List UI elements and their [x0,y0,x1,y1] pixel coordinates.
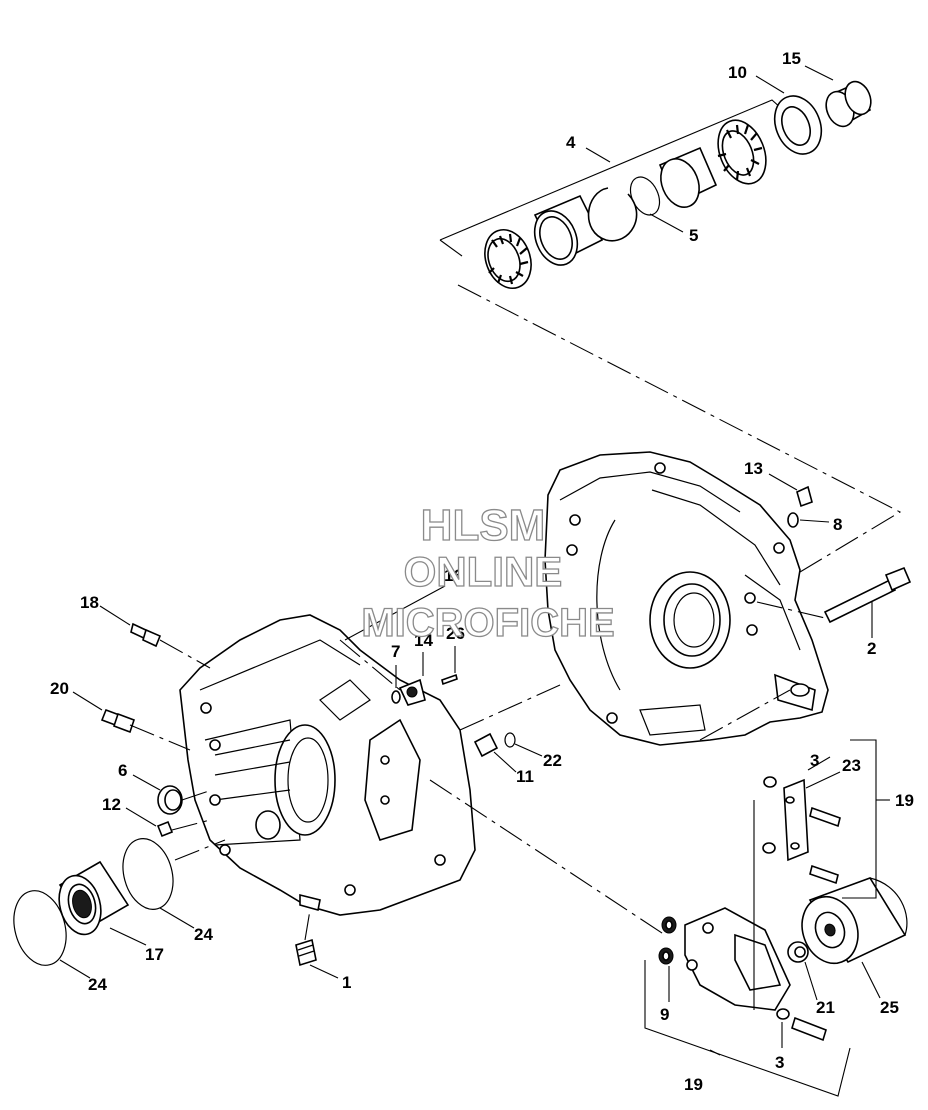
callout-1: 1 [342,973,351,992]
needle-bearing-6 [157,785,183,815]
callout-3-lower: 3 [775,1053,784,1072]
callout-6: 6 [118,761,127,780]
oil-filter-mount [684,907,791,1011]
callout-22: 22 [543,751,562,770]
callout-labels: 15 10 4 5 13 8 16 18 7 14 26 2 20 6 12 2… [50,49,914,1094]
callout-23: 23 [842,756,861,775]
callout-21: 21 [816,998,835,1017]
ring-24-upper [122,838,174,910]
watermark-line-3: MICROFICHE [361,601,614,645]
bolt-upper [809,806,841,828]
callout-16: 16 [444,566,463,585]
callout-26: 26 [446,624,465,643]
screw-26 [441,673,458,686]
long-bolt [823,566,912,624]
o-ring-22 [504,732,516,748]
callout-8: 8 [833,515,842,534]
callout-18: 18 [80,593,99,612]
callout-15: 15 [782,49,801,68]
dowel-13 [796,485,813,508]
callout-2: 2 [867,639,876,658]
bearing-group [439,80,902,573]
main-bearing-17 [58,860,130,936]
small-ring [629,176,661,216]
callout-7: 7 [391,642,400,661]
watermark: HLSM ONLINE MICROFICHE [361,500,616,645]
pin-8 [787,512,799,528]
bolt-middle [809,864,839,885]
callout-25: 25 [880,998,899,1017]
callout-19-upper: 19 [895,791,914,810]
breather-14 [398,678,426,706]
filter-nipple-21 [787,941,809,963]
retaining-ring [587,187,638,242]
fitting-18 [130,622,162,648]
watermark-line-1: HLSM [421,501,546,550]
washer-3-middle [762,842,776,854]
callout-5: 5 [689,226,698,245]
callout-13: 13 [744,459,763,478]
oil-filter-25 [801,877,908,965]
bolt-lower [791,1016,827,1042]
ring-24-lower [13,890,67,966]
callout-3-upper: 3 [810,751,819,770]
fitting-20 [100,708,136,734]
bracket-23 [783,778,809,862]
callout-4: 4 [566,133,576,152]
callout-24-upper: 24 [194,925,213,944]
assembly-dash-lines [129,601,826,941]
right-crankcase-half [544,451,829,746]
dowel-11 [473,732,499,758]
outer-race [658,146,718,208]
washer-3-lower [776,1008,790,1020]
callout-12: 12 [102,795,121,814]
o-ring-7 [391,690,401,704]
bearing-race [533,194,604,266]
roller-bearing-right [717,119,767,185]
left-crankcase-half [179,614,476,916]
leader-lines [59,65,890,1097]
callout-19-lower: 19 [684,1075,703,1094]
callout-9: 9 [660,1005,669,1024]
drain-plug-1 [295,938,317,967]
callout-14: 14 [414,631,433,650]
callout-10: 10 [728,63,747,82]
watermark-line-2: ONLINE [404,548,563,595]
washer-3-upper [763,776,777,788]
callout-24-lower: 24 [88,975,107,994]
callout-11: 11 [516,767,534,786]
spacer-sleeve [825,80,872,128]
roller-bearing-left [484,229,532,289]
oil-seal [773,95,823,155]
callout-20: 20 [50,679,69,698]
plug-12 [156,820,174,838]
callout-17: 17 [145,945,164,964]
